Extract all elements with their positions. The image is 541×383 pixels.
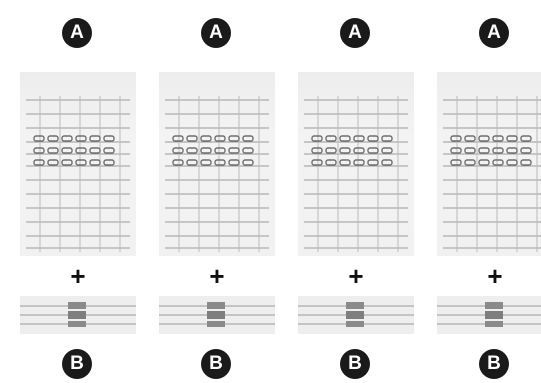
plus-sign: + <box>437 262 541 290</box>
gel-image-b <box>298 296 414 334</box>
gel-image-b-lines <box>437 296 541 334</box>
gel-image-a-lines <box>159 72 275 256</box>
plus-sign: + <box>298 262 414 290</box>
gel-image-b <box>437 296 541 334</box>
plus-sign: + <box>159 262 275 290</box>
panel-3: A <box>298 0 414 383</box>
gel-image-a <box>437 72 541 256</box>
label-a-badge: A <box>479 18 509 48</box>
label-a-badge: A <box>62 18 92 48</box>
label-b-badge: B <box>62 349 92 379</box>
gel-image-a <box>159 72 275 256</box>
label-a-badge: A <box>201 18 231 48</box>
gel-image-b <box>20 296 136 334</box>
gel-image-b-lines <box>159 296 275 334</box>
plus-sign: + <box>20 262 136 290</box>
gel-image-b <box>159 296 275 334</box>
gel-image-b-lines <box>298 296 414 334</box>
panel-4: A <box>437 0 541 383</box>
gel-image-a-lines <box>437 72 541 256</box>
gel-image-a <box>20 72 136 256</box>
panel-2: A <box>159 0 275 383</box>
gel-image-a-lines <box>298 72 414 256</box>
label-b-badge: B <box>479 349 509 379</box>
gel-image-b-lines <box>20 296 136 334</box>
label-b-badge: B <box>201 349 231 379</box>
gel-image-a <box>298 72 414 256</box>
panel-1: A <box>20 0 136 383</box>
label-a-badge: A <box>340 18 370 48</box>
label-b-badge: B <box>340 349 370 379</box>
gel-image-a-lines <box>20 72 136 256</box>
